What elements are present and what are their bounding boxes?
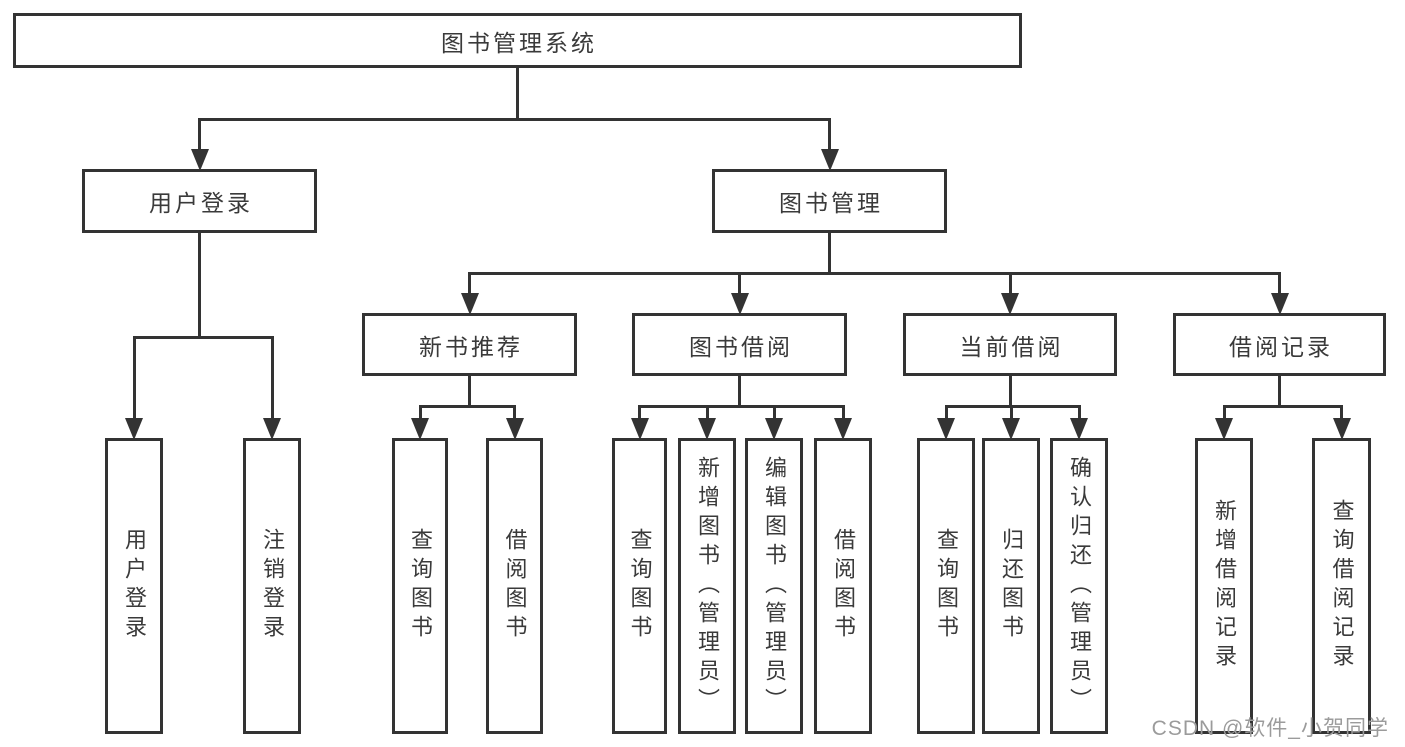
- node-add-books-admin: 新增图书（管理员）: [678, 438, 736, 734]
- node-query-books-borrow: 查询图书: [612, 438, 667, 734]
- node-root: 图书管理系统: [13, 13, 1022, 68]
- arrowhead-down-icon: [505, 418, 524, 440]
- node-borrow-records: 借阅记录: [1173, 313, 1386, 376]
- node-book-borrow: 图书借阅: [632, 313, 847, 376]
- node-confirm-return-admin: 确认归还（管理员）: [1050, 438, 1108, 734]
- node-label: 编辑图书（管理员）: [762, 455, 787, 717]
- connector-line: [944, 405, 948, 420]
- connector-line: [841, 405, 845, 420]
- connector-line: [705, 405, 709, 420]
- connector-line: [1008, 272, 1012, 295]
- connector-line: [1222, 405, 1343, 408]
- node-label: 新增图书（管理员）: [695, 455, 720, 717]
- arrowhead-down-icon: [460, 293, 479, 315]
- connector-line: [738, 376, 741, 408]
- node-label: 当前借阅: [959, 333, 1064, 360]
- node-current-borrow: 当前借阅: [903, 313, 1117, 376]
- arrowhead-down-icon: [730, 293, 749, 315]
- connector-line: [1222, 405, 1226, 420]
- arrowhead-down-icon: [765, 418, 783, 440]
- node-label: 图书管理: [779, 190, 883, 216]
- arrowhead-down-icon: [698, 418, 716, 440]
- csdn-watermark: CSDN @软件_小贺同学: [1151, 717, 1389, 740]
- node-label: 查询图书: [934, 528, 959, 644]
- arrowhead-down-icon: [1001, 293, 1019, 315]
- connector-line: [132, 336, 136, 420]
- connector-line: [738, 272, 741, 295]
- node-label: 查询图书: [627, 528, 653, 644]
- node-edit-books-admin: 编辑图书（管理员）: [745, 438, 803, 734]
- arrowhead-down-icon: [937, 418, 955, 440]
- node-query-books-rec: 查询图书: [392, 438, 448, 734]
- node-label: 用户登录: [149, 190, 253, 216]
- node-label: 新书推荐: [419, 333, 523, 360]
- arrowhead-down-icon: [263, 418, 281, 440]
- connector-line: [468, 272, 471, 295]
- arrowhead-down-icon: [125, 418, 143, 440]
- connector-line: [1008, 376, 1012, 408]
- node-user-login: 用户登录: [82, 169, 317, 233]
- connector-line: [1077, 405, 1081, 420]
- node-label: 注销登录: [260, 528, 285, 644]
- node-label: 用户登录: [122, 528, 147, 644]
- node-logout-leaf: 注销登录: [243, 438, 301, 734]
- node-return-books: 归还图书: [982, 438, 1040, 734]
- connector-line: [516, 68, 519, 121]
- arrowhead-down-icon: [820, 149, 839, 171]
- connector-line: [132, 336, 274, 339]
- connector-line: [418, 405, 422, 420]
- node-label: 归还图书: [999, 528, 1024, 644]
- arrowhead-down-icon: [1002, 418, 1020, 440]
- node-label: 查询借阅记录: [1329, 499, 1355, 673]
- node-user-login-leaf: 用户登录: [105, 438, 163, 734]
- node-borrow-books-leaf: 借阅图书: [814, 438, 872, 734]
- connector-line: [198, 233, 201, 339]
- arrowhead-down-icon: [411, 418, 429, 440]
- arrowhead-down-icon: [1070, 418, 1088, 440]
- connector-line: [1278, 376, 1281, 408]
- node-query-books-current: 查询图书: [917, 438, 975, 734]
- node-label: 借阅记录: [1229, 333, 1333, 360]
- connector-line: [468, 272, 1281, 275]
- connector-line: [828, 118, 831, 151]
- arrowhead-down-icon: [1215, 418, 1233, 440]
- connector-line: [1340, 405, 1343, 420]
- connector-line: [1278, 272, 1281, 295]
- node-label: 确认归还（管理员）: [1067, 455, 1092, 717]
- arrowhead-down-icon: [630, 418, 649, 440]
- node-add-borrow-record: 新增借阅记录: [1195, 438, 1253, 734]
- arrowhead-down-icon: [1270, 293, 1289, 315]
- connector-line: [198, 118, 201, 151]
- arrowhead-down-icon: [834, 418, 852, 440]
- node-label: 图书借阅: [689, 333, 793, 360]
- connector-line: [772, 405, 776, 420]
- connector-line: [1009, 405, 1013, 420]
- node-label: 新增借阅记录: [1212, 499, 1237, 673]
- connector-line: [638, 405, 845, 408]
- node-label: 图书管理系统: [441, 29, 597, 56]
- node-label: 查询图书: [408, 528, 433, 644]
- connector-line: [198, 118, 831, 121]
- node-label: 借阅图书: [831, 528, 856, 644]
- connector-line: [828, 233, 831, 275]
- node-borrow-books-rec: 借阅图书: [486, 438, 543, 734]
- connector-line: [270, 336, 274, 420]
- node-book-mgmt: 图书管理: [712, 169, 947, 233]
- connector-line: [468, 376, 471, 408]
- arrowhead-down-icon: [1332, 418, 1351, 440]
- node-label: 借阅图书: [502, 528, 528, 644]
- connector-line: [638, 405, 641, 420]
- connector-line: [513, 405, 516, 420]
- connector-line: [944, 405, 1081, 408]
- arrowhead-down-icon: [190, 149, 209, 171]
- node-query-borrow-record: 查询借阅记录: [1312, 438, 1371, 734]
- node-new-book-rec: 新书推荐: [362, 313, 577, 376]
- connector-line: [418, 405, 516, 408]
